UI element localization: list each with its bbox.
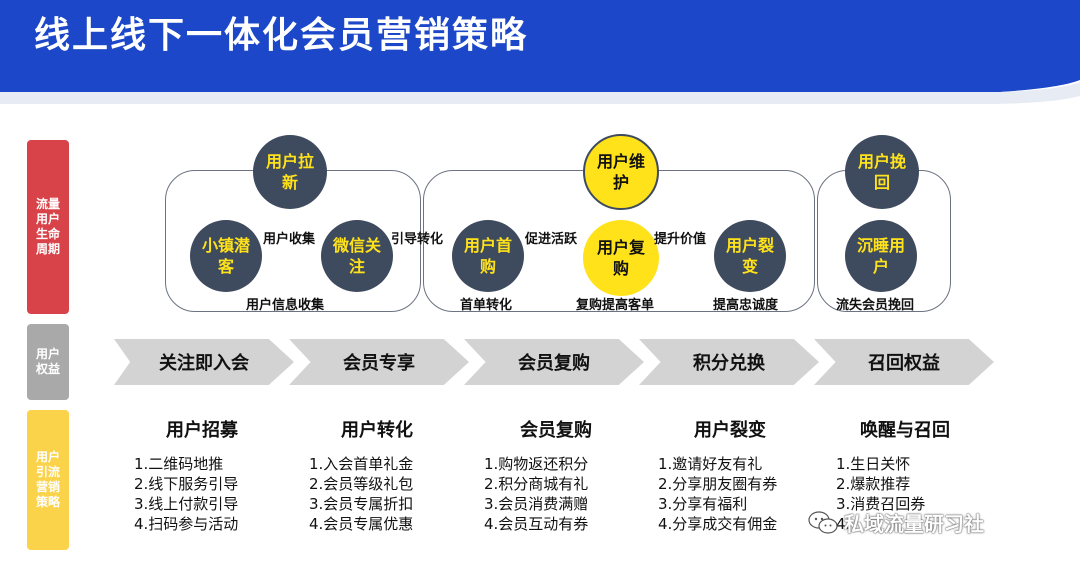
node-town-prospect: 小镇潜客 [190,220,262,292]
header-curve [0,80,1080,104]
rights-arrow-recall: 召回权益 [814,339,994,385]
strategy-item: 4.扫码参与活动 [134,515,239,533]
rights-arrow-join: 关注即入会 [114,339,294,385]
strategy-item: 2.分享朋友圈有券 [658,475,778,493]
strategy-title: 会员复购 [520,420,592,441]
label-repeat-order: 复购提高客单 [576,298,655,313]
strategy-item: 1.二维码地推 [134,455,224,473]
side-label-strategy-text: 用户引流营销策略 [35,450,60,509]
strategy-column-recruit: 用户招募 1.二维码地推 2.线下服务引导 3.线上付款引导 4.扫码参与活动 [134,416,238,534]
strategy-item: 2.会员等级礼包 [309,475,414,493]
strategy-column-repurchase: 会员复购 1.购物返还积分 2.积分商城有礼 3.会员消费满赠 4.会员互动有券 [484,416,592,534]
node-sleeping-user: 沉睡用户 [845,220,917,292]
strategy-item: 4.会员专属优惠 [309,515,414,533]
label-raise-value: 提升价值 [654,232,707,247]
node-user-retain: 用户维护 [583,134,659,210]
watermark-text: 私域流量研习社 [844,512,984,536]
side-label-lifecycle-text: 流量用户生命周期 [35,197,60,256]
side-label-rights: 用户权益 [27,324,69,400]
label-lost-recall: 流失会员挽回 [836,298,915,313]
rights-arrow-exclusive: 会员专享 [289,339,469,385]
strategy-item: 1.购物返还积分 [484,455,589,473]
strategy-title: 用户裂变 [694,420,766,441]
label-promote-active: 促进活跃 [525,232,578,247]
label-info-collect: 用户信息收集 [246,298,325,313]
side-label-strategy: 用户引流营销策略 [27,410,69,550]
strategy-column-convert: 用户转化 1.入会首单礼金 2.会员等级礼包 3.会员专属折扣 4.会员专属优惠 [309,416,413,534]
node-wechat-follow: 微信关注 [321,220,393,292]
strategy-column-recall: 唤醒与召回 1.生日关怀 2.爆款推荐 3.消费召回券 4. [836,416,950,534]
strategy-item: 4. [836,515,851,533]
strategy-item: 3.分享有福利 [658,495,748,513]
node-repeat-purchase: 用户复购 [583,220,659,296]
page-title: 线上线下一体化会员营销策略 [34,15,529,56]
strategy-item: 2.线下服务引导 [134,475,239,493]
watermark: 私域流量研习社 [808,508,984,537]
strategy-item: 2.爆款推荐 [836,475,911,493]
strategy-item: 1.邀请好友有礼 [658,455,763,473]
strategy-item: 3.线上付款引导 [134,495,239,513]
strategy-item: 3.消费召回券 [836,495,926,513]
strategy-column-fission: 用户裂变 1.邀请好友有礼 2.分享朋友圈有券 3.分享有福利 4.分享成交有佣… [658,416,777,534]
label-first-order: 首单转化 [460,298,513,313]
strategy-item: 4.分享成交有佣金 [658,515,778,533]
strategy-item: 4.会员互动有券 [484,515,589,533]
label-loyalty: 提高忠诚度 [713,298,779,313]
wechat-icon [808,510,838,534]
node-first-purchase: 用户首购 [452,220,524,292]
node-user-acquire: 用户拉新 [253,135,327,209]
strategy-item: 1.生日关怀 [836,455,911,473]
side-label-rights-text: 用户权益 [35,347,60,376]
side-label-lifecycle: 流量用户生命周期 [27,140,69,314]
strategy-title: 用户转化 [341,420,413,441]
header-bar: 线上线下一体化会员营销策略 [0,0,1080,80]
label-user-collect: 用户收集 [263,232,316,247]
strategy-item: 3.会员专属折扣 [309,495,414,513]
rights-arrow-points: 积分兑换 [639,339,819,385]
node-user-recall: 用户挽回 [845,135,919,209]
node-user-fission: 用户裂变 [714,220,786,292]
strategy-item: 2.积分商城有礼 [484,475,589,493]
strategy-title: 唤醒与召回 [860,420,950,441]
rights-arrow-repurchase: 会员复购 [464,339,644,385]
strategy-item: 3.会员消费满赠 [484,495,589,513]
strategy-title: 用户招募 [166,420,238,441]
strategy-item: 1.入会首单礼金 [309,455,414,473]
label-guide-convert: 引导转化 [391,232,444,247]
